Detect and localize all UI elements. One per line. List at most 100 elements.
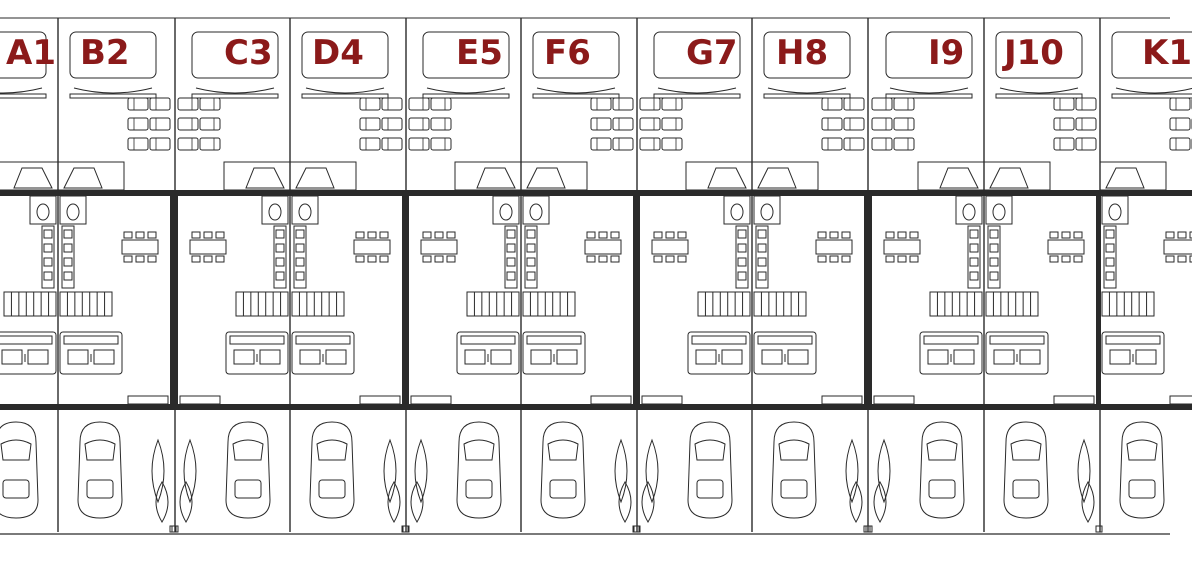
entrance-step — [821, 395, 863, 405]
sun-lounger — [661, 137, 683, 151]
dining-chair — [446, 231, 456, 239]
car-rear-window — [696, 479, 724, 499]
dining-chair — [653, 231, 663, 239]
dining-chair — [665, 231, 675, 239]
car-windshield — [547, 439, 579, 461]
unit-wall-side — [635, 190, 640, 410]
kitchen-hob — [969, 271, 979, 281]
kitchen-hob — [63, 243, 73, 253]
car — [225, 421, 271, 519]
car-windshield — [232, 439, 264, 461]
wc-room — [753, 195, 781, 225]
wc-toilet — [1108, 203, 1122, 221]
sun-lounger — [1075, 137, 1097, 151]
dining-chair — [434, 231, 444, 239]
entrance-step — [1053, 395, 1095, 405]
wc-room — [723, 195, 751, 225]
wc-room — [29, 195, 57, 225]
kitchen-hob — [526, 271, 536, 281]
dining-chair — [147, 231, 157, 239]
dining-chair — [422, 255, 432, 263]
unit-wall-top — [636, 190, 752, 196]
sofa-cushion — [93, 349, 115, 365]
kitchen-counter — [524, 225, 538, 289]
kitchen-counter — [504, 225, 518, 289]
sun-lounger — [177, 97, 199, 111]
sun-lounger — [639, 137, 661, 151]
sofa-cushion — [530, 349, 552, 365]
shrub — [151, 438, 165, 504]
pool — [653, 31, 741, 79]
sofa-back — [460, 335, 516, 345]
dining-chair — [1049, 255, 1059, 263]
sofa-back — [1105, 335, 1161, 345]
dining-chair — [446, 255, 456, 263]
stair-outline — [466, 291, 520, 317]
sofa-back — [295, 335, 351, 345]
unit-label-j10: J10 — [1004, 33, 1064, 73]
sun-lounger — [843, 137, 865, 151]
stair-outline — [291, 291, 345, 317]
car — [0, 421, 39, 519]
unit-wall-top — [521, 190, 637, 196]
pool-deck-curve — [999, 87, 1079, 94]
terrace — [57, 161, 125, 191]
dining-chair — [1073, 231, 1083, 239]
car-rear-window — [549, 479, 577, 499]
pool-edge — [532, 93, 620, 99]
wc-toilet — [66, 203, 80, 221]
dining-chair — [897, 255, 907, 263]
sofa-cushion — [233, 349, 255, 365]
kitchen-counter — [41, 225, 55, 289]
car — [771, 421, 817, 519]
dining-chair — [203, 255, 213, 263]
sun-lounger — [1169, 117, 1191, 131]
shrub — [179, 481, 193, 523]
sofa-back — [923, 335, 979, 345]
sun-lounger — [381, 137, 403, 151]
car-windshield — [926, 439, 958, 461]
sofa — [753, 331, 817, 375]
sofa-back — [526, 335, 582, 345]
stair-outline — [235, 291, 289, 317]
sun-lounger — [661, 97, 683, 111]
wc-toilet — [499, 203, 513, 221]
sun-lounger — [430, 117, 452, 131]
sun-lounger — [1053, 137, 1075, 151]
sun-lounger — [1053, 117, 1075, 131]
sun-lounger — [821, 97, 843, 111]
unit-wall-bottom — [1100, 404, 1192, 410]
dining-chair — [1061, 255, 1071, 263]
sun-lounger — [871, 137, 893, 151]
car-rear-window — [234, 479, 262, 499]
dining-table — [121, 239, 159, 255]
dining-chair — [215, 231, 225, 239]
stair-outline — [522, 291, 576, 317]
kitchen-hob — [295, 229, 305, 239]
sofa-cushion — [27, 349, 49, 365]
unit-wall-top — [405, 190, 521, 196]
kitchen-hob — [757, 271, 767, 281]
car-rear-window — [465, 479, 493, 499]
car — [309, 421, 355, 519]
kitchen-hob — [526, 229, 536, 239]
kitchen-counter — [273, 225, 287, 289]
sofa-cushion — [464, 349, 486, 365]
sun-lounger — [843, 97, 865, 111]
kitchen-hob — [757, 257, 767, 267]
sofa-back — [0, 335, 53, 345]
kitchen-hob — [506, 271, 516, 281]
kitchen-hob — [43, 243, 53, 253]
unit-wall-bottom — [984, 404, 1100, 410]
dining-chair — [1189, 231, 1192, 239]
stair-outline — [1101, 291, 1155, 317]
sofa-cushion — [1, 349, 23, 365]
outdoor-lounge-chair — [939, 167, 979, 189]
wc-room — [1101, 195, 1129, 225]
car-rear-window — [2, 479, 30, 499]
dining-chair — [123, 231, 133, 239]
unit-left — [865, 31, 985, 533]
shrub — [614, 438, 628, 504]
sun-lounger — [381, 97, 403, 111]
car-rear-window — [928, 479, 956, 499]
